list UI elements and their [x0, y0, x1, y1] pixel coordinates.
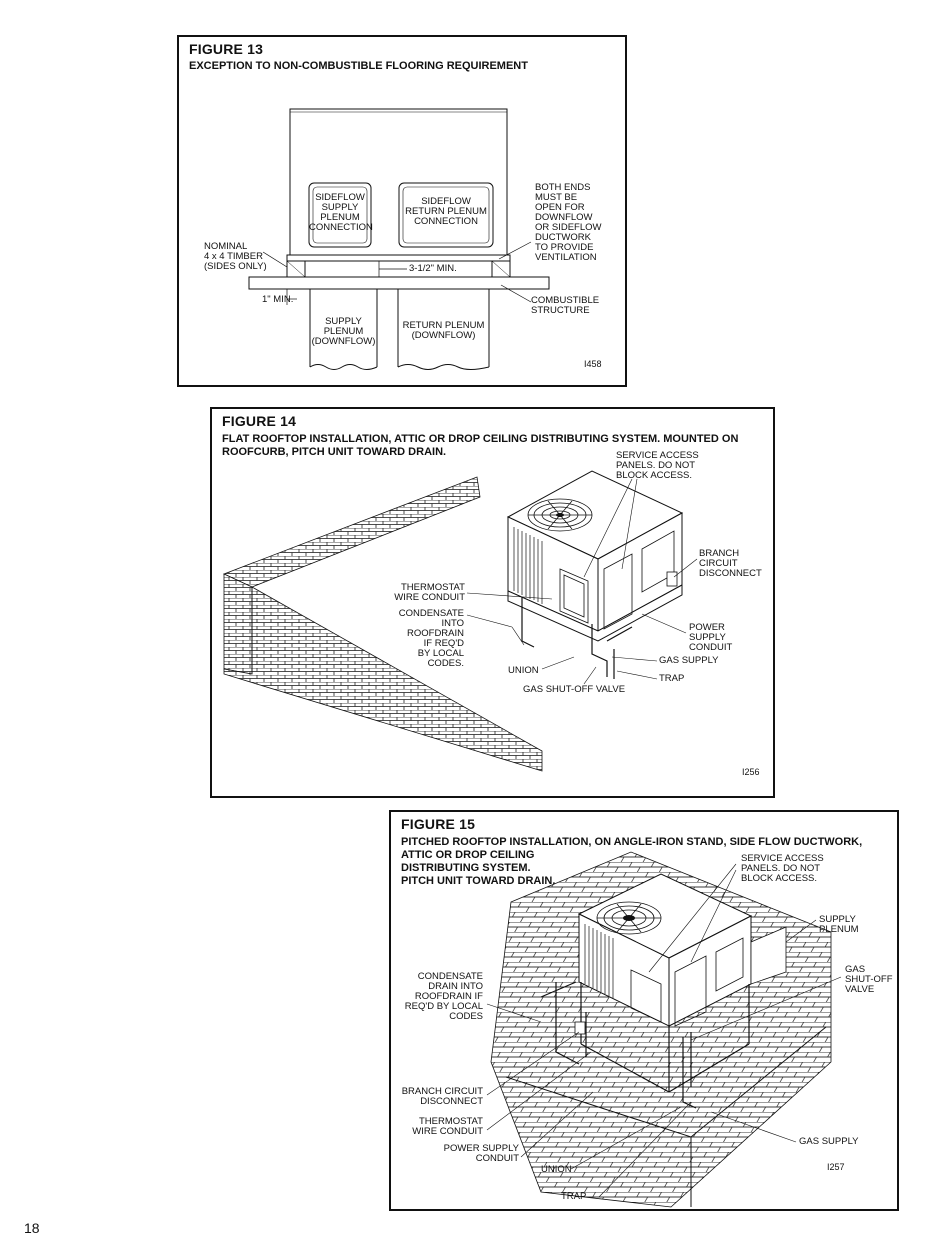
label-sideflow-supply: SIDEFLOW SUPPLY PLENUM CONNECTION — [309, 192, 373, 233]
f15-label-branch: BRANCH CIRCUIT DISCONNECT — [401, 1086, 483, 1107]
f15-label-gas-supply: GAS SUPPLY — [799, 1136, 859, 1147]
label-min-gap: 3-1/2" MIN. — [409, 263, 457, 274]
figure-14-code: I256 — [742, 767, 760, 777]
f15-label-trap: TRAP — [561, 1191, 587, 1202]
figure-13-drawing — [248, 108, 550, 370]
f15-label-power: POWER SUPPLY CONDUIT — [443, 1143, 519, 1164]
figure-14: FIGURE 14 FLAT ROOFTOP INSTALLATION, ATT… — [210, 407, 775, 798]
f15-label-thermostat: THERMOSTAT WIRE CONDUIT — [412, 1116, 483, 1137]
figure-14-caption: FLAT ROOFTOP INSTALLATION, ATTIC OR DROP… — [222, 433, 739, 458]
figure-13-title: FIGURE 13 — [189, 41, 264, 57]
figure-14-drawing — [222, 470, 698, 772]
label-supply-plenum: SUPPLY PLENUM (DOWNFLOW) — [311, 316, 376, 347]
f14-label-thermostat: THERMOSTAT WIRE CONDUIT — [394, 582, 465, 603]
figure-13: FIGURE 13 EXCEPTION TO NON-COMBUSTIBLE F… — [177, 35, 627, 387]
f15-label-condensate: CONDENSATE DRAIN INTO ROOFDRAIN IF REQ'D… — [404, 971, 483, 1022]
label-timber: NOMINAL 4 x 4 TIMBER (SIDES ONLY) — [204, 241, 267, 272]
f15-label-service-panels: SERVICE ACCESS PANELS. DO NOT BLOCK ACCE… — [741, 853, 824, 884]
f14-label-condensate: CONDENSATE INTO ROOFDRAIN IF REQ'D BY LO… — [398, 608, 464, 669]
f14-label-service-panels: SERVICE ACCESS PANELS. DO NOT BLOCK ACCE… — [616, 450, 699, 481]
figure-15-caption: PITCHED ROOFTOP INSTALLATION, ON ANGLE-I… — [401, 836, 863, 887]
figure-15-code: I257 — [827, 1162, 845, 1172]
f14-label-gas-supply: GAS SUPPLY — [659, 655, 719, 666]
page-number: 18 — [24, 1220, 40, 1236]
figure-13-code: I458 — [584, 359, 602, 369]
brick-wall-back — [222, 476, 481, 588]
f15-label-supply-plenum: SUPPLY PLENUM — [819, 914, 859, 935]
label-return-plenum: RETURN PLENUM (DOWNFLOW) — [402, 320, 485, 341]
f15-label-union: UNION — [541, 1164, 572, 1175]
figure-15: FIGURE 15 PITCHED ROOFTOP INSTALLATION, … — [389, 810, 899, 1211]
f14-label-shutoff: GAS SHUT-OFF VALVE — [523, 684, 626, 695]
label-one-inch: 1" MIN. — [262, 294, 294, 305]
f14-label-power: POWER SUPPLY CONDUIT — [689, 622, 733, 653]
figure-15-title: FIGURE 15 — [401, 816, 476, 832]
brick-wall-left — [223, 573, 253, 675]
figure-14-title: FIGURE 14 — [222, 413, 297, 429]
f14-label-trap: TRAP — [659, 673, 685, 684]
f14-label-branch: BRANCH CIRCUIT DISCONNECT — [699, 548, 762, 579]
f14-label-union: UNION — [508, 665, 539, 676]
label-combustible: COMBUSTIBLE STRUCTURE — [531, 295, 600, 316]
f15-label-shutoff: GAS SHUT-OFF VALVE — [845, 964, 893, 995]
figure-13-caption: EXCEPTION TO NON-COMBUSTIBLE FLOORING RE… — [189, 60, 528, 72]
figure-15-drawing — [486, 851, 842, 1208]
label-sideflow-return: SIDEFLOW RETURN PLENUM CONNECTION — [405, 196, 487, 227]
label-both-ends: BOTH ENDS MUST BE OPEN FOR DOWNFLOW OR S… — [535, 182, 602, 263]
